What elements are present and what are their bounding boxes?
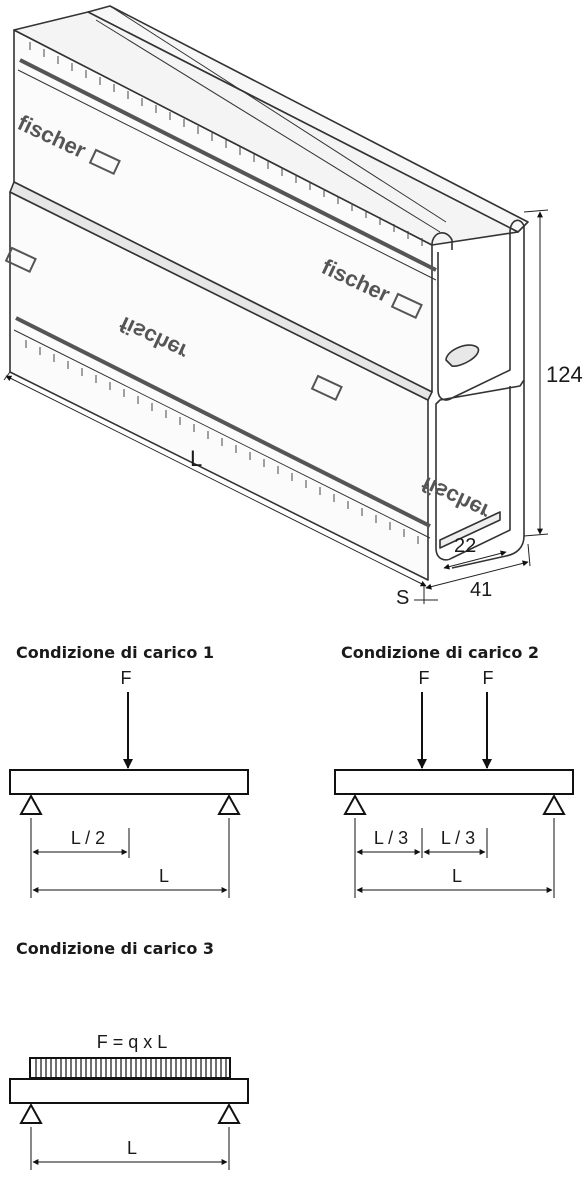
- load-case-1-force-label: F: [121, 668, 132, 688]
- load-case-2-force-right-label: F: [483, 668, 494, 688]
- load-case-3-span-label: L: [127, 1138, 137, 1158]
- load-case-1-support-left: [19, 793, 43, 815]
- load-case-2-title: Condizione di carico 2: [341, 643, 539, 662]
- dimension-height: [523, 209, 549, 537]
- load-case-1-support-right: [217, 793, 241, 815]
- load-case-1-beam: [9, 769, 249, 795]
- dimension-thickness-label: S: [396, 587, 409, 609]
- load-case-3-title: Condizione di carico 3: [16, 939, 214, 958]
- load-case-3-formula-label: F = q x L: [97, 1032, 168, 1052]
- svg-text:fischer: fischer: [418, 471, 494, 524]
- load-case-1: Condizione di carico 1 F L / 2 L: [9, 643, 249, 898]
- dimension-thickness: [414, 586, 438, 604]
- load-case-2-third-span-2-label: L / 3: [441, 828, 475, 848]
- load-case-2-beam: [334, 769, 574, 795]
- load-case-2-support-right: [542, 793, 566, 815]
- load-case-2-force-left-label: F: [419, 668, 430, 688]
- load-case-2-third-span-1-label: L / 3: [374, 828, 408, 848]
- load-case-2: Condizione di carico 2 F F L / 3 L / 3 L: [334, 643, 574, 898]
- load-case-3-distributed-load: [29, 1057, 231, 1079]
- load-case-2-support-left: [343, 793, 367, 815]
- load-case-3-support-left: [19, 1102, 43, 1124]
- dimension-length: [3, 371, 427, 587]
- upper-scale-ticks: [29, 42, 423, 246]
- load-case-1-half-span-label: L / 2: [71, 828, 105, 848]
- load-case-3-load-hatching: [35, 1059, 227, 1077]
- dimension-height-label: 124: [546, 362, 583, 387]
- dimension-width: [425, 543, 531, 590]
- load-case-1-span-label: L: [159, 866, 169, 886]
- load-case-2-span-label: L: [452, 866, 462, 886]
- load-case-3: Condizione di carico 3 F = q x L L: [9, 939, 249, 1170]
- load-case-3-support-right: [217, 1102, 241, 1124]
- dimension-length-label: L: [190, 446, 202, 471]
- load-case-3-beam: [9, 1078, 249, 1104]
- dimension-inner-width-label: 22: [454, 535, 476, 557]
- load-case-1-title: Condizione di carico 1: [16, 643, 214, 662]
- dimension-width-label: 41: [470, 579, 492, 601]
